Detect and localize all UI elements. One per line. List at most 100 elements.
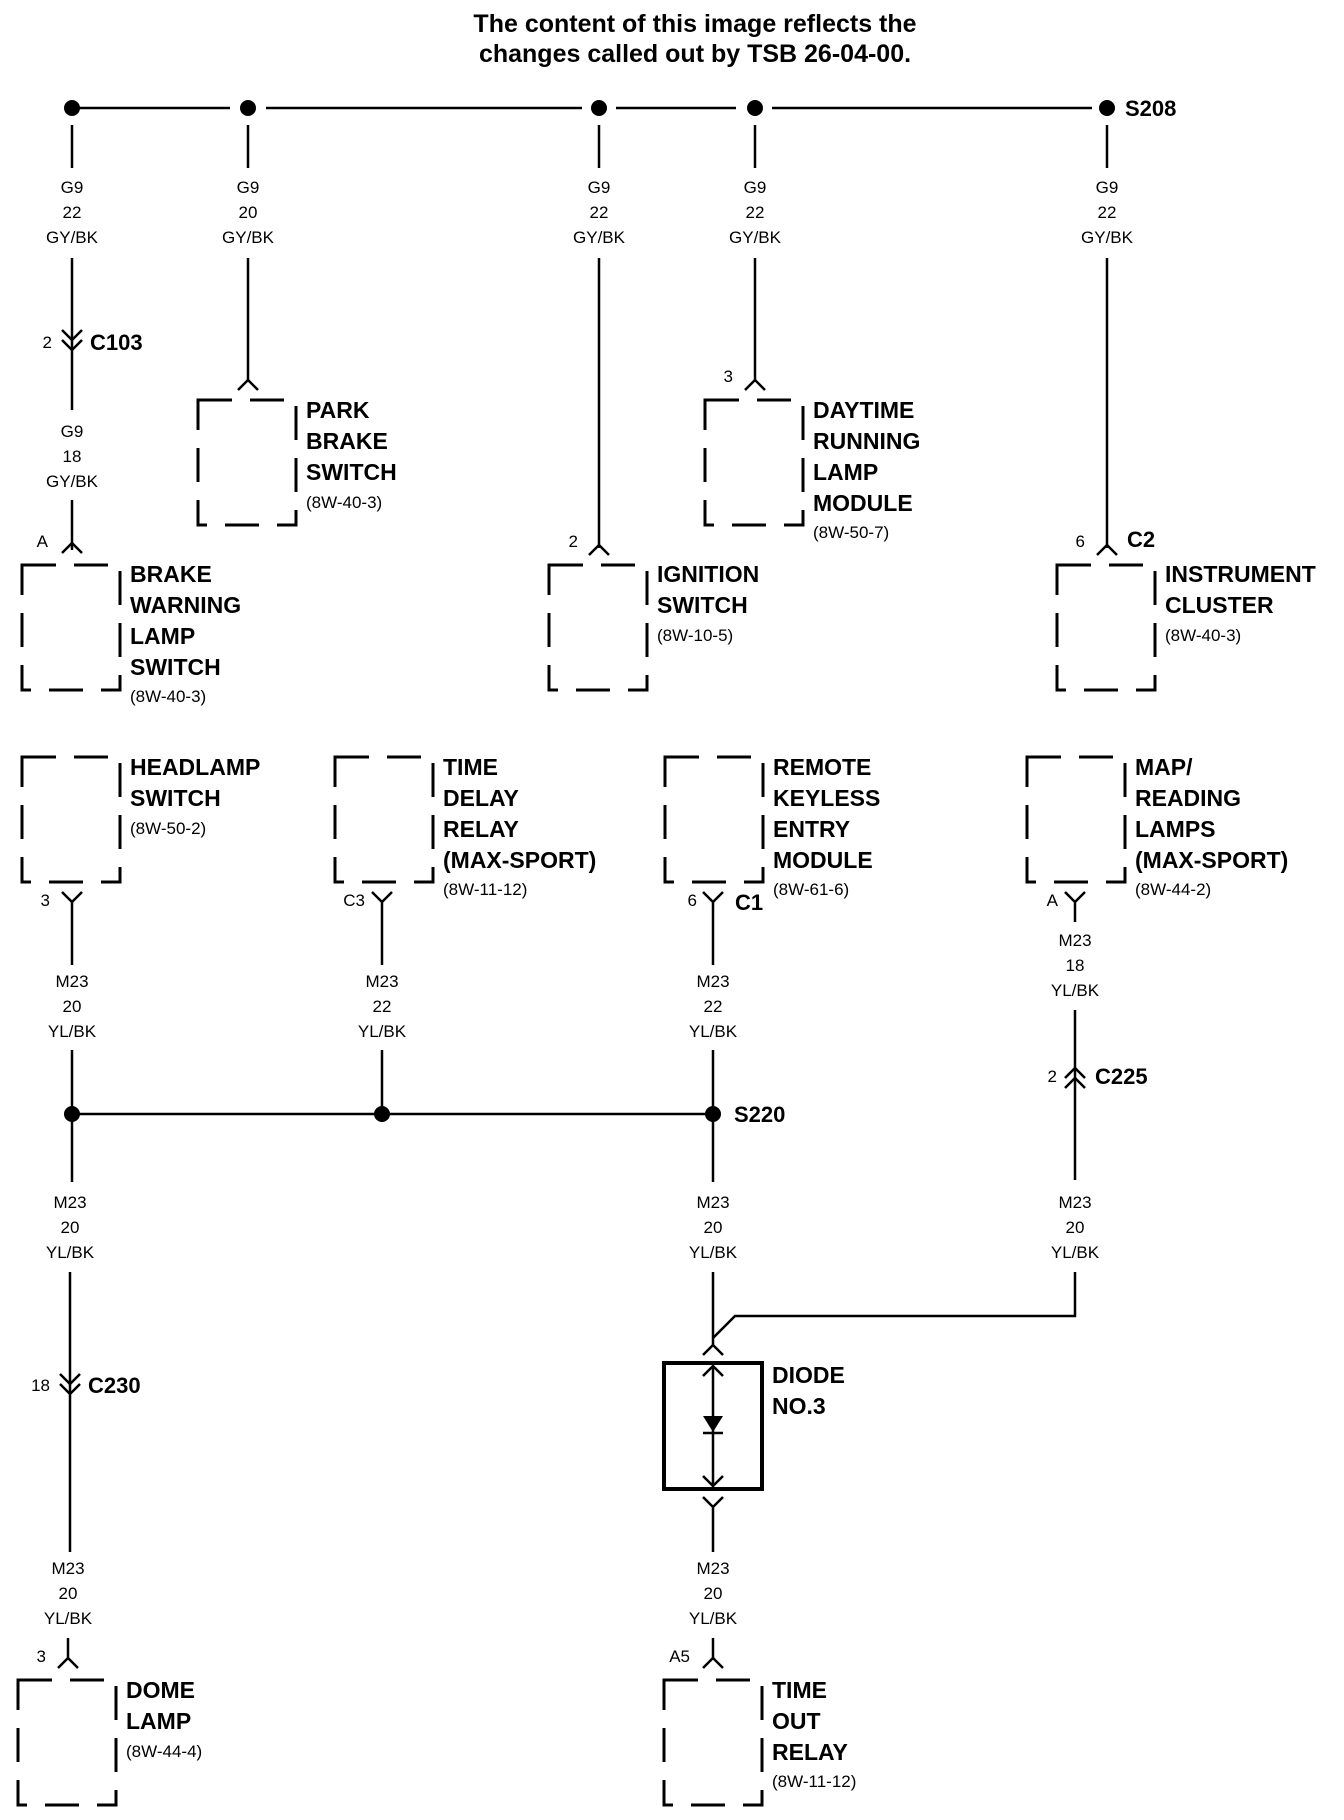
wire-label: YL/BK [46, 1243, 95, 1262]
component-name-line: DAYTIME [813, 397, 914, 423]
component-name-line: DIODE [772, 1362, 845, 1388]
component-name-line: TIME [772, 1677, 827, 1703]
component-name-line: LAMP [126, 1708, 191, 1734]
component-name-line: LAMP [130, 623, 195, 649]
wire-label: G9 [588, 178, 611, 197]
component-name-line: KEYLESS [773, 785, 880, 811]
wire-label: 22 [1098, 203, 1117, 222]
circuit-headlamp-switch: HEADLAMP SWITCH (8W-50-2) 3 M23 20 YL/BK [20, 754, 260, 1108]
component-box [333, 755, 435, 884]
component-name-line: BRAKE [306, 428, 388, 454]
component-name-line: ENTRY [773, 816, 850, 842]
component-name-line: BRAKE [130, 561, 212, 587]
wire-label: YL/BK [689, 1609, 738, 1628]
component-name-line: HEADLAMP [130, 754, 260, 780]
component-name-line: (MAX-SPORT) [443, 847, 596, 873]
component-pin: A5 [669, 1647, 690, 1666]
component-name-line: DOME [126, 1677, 195, 1703]
wire-label: M23 [696, 972, 729, 991]
wire-label: GY/BK [46, 472, 99, 491]
component-name-line: LAMP [813, 459, 878, 485]
wire-label: G9 [744, 178, 767, 197]
diagram-title: The content of this image reflects the c… [473, 10, 916, 68]
terminal-symbol [702, 891, 724, 912]
wire-label: YL/BK [689, 1022, 738, 1041]
inline-connector-symbol [59, 1373, 81, 1396]
wire-label: G9 [61, 178, 84, 197]
component-box [703, 398, 805, 527]
component-pin: C3 [343, 891, 365, 910]
component-name-line: NO.3 [772, 1393, 826, 1419]
component-connector-c1: C1 [735, 890, 763, 915]
wire-label: 22 [63, 203, 82, 222]
wire-label: M23 [696, 1559, 729, 1578]
wire-label: 20 [63, 997, 82, 1016]
connector-pin: 2 [43, 333, 52, 352]
component-name-line: RUNNING [813, 428, 920, 454]
terminal-symbol [1096, 543, 1118, 556]
splice-s208: S208 [64, 96, 1176, 121]
component-name-line: TIME [443, 754, 498, 780]
wire-label: M23 [1058, 1193, 1091, 1212]
component-reference: (8W-11-12) [772, 1772, 856, 1791]
component-pin: 3 [724, 367, 733, 386]
wire-label: GY/BK [1081, 228, 1134, 247]
component-name-line: PARK [306, 397, 370, 423]
circuit-instrument-cluster: G9 22 GY/BK 6 C2 INSTRUMENT CLUSTER (8W-… [1055, 125, 1316, 692]
component-box [1055, 563, 1157, 692]
terminal-symbol [1064, 891, 1086, 912]
component-name-line: WARNING [130, 592, 241, 618]
component-name-line: SWITCH [130, 654, 221, 680]
splice-dot [705, 1106, 721, 1122]
connector-pin: 2 [1048, 1067, 1057, 1086]
component-name-line: IGNITION [657, 561, 759, 587]
wire-label: M23 [1058, 931, 1091, 950]
terminal-symbol [744, 378, 766, 391]
wire-label: 22 [704, 997, 723, 1016]
circuit-dome-lamp: M23 20 YL/BK 18 C230 M23 20 YL/BK 3 DOME… [16, 1122, 202, 1807]
component-connector-c2: C2 [1127, 527, 1155, 552]
component-name-line: REMOTE [773, 754, 871, 780]
component-pin: 6 [688, 891, 697, 910]
wire-label: 20 [59, 1584, 78, 1603]
wire-label: 20 [704, 1584, 723, 1603]
wire-label: 20 [239, 203, 258, 222]
component-name-line: INSTRUMENT [1165, 561, 1316, 587]
component-name-line: CLUSTER [1165, 592, 1274, 618]
splice-dot [64, 1106, 80, 1122]
component-pin: A [1047, 891, 1059, 910]
wire-label: G9 [1096, 178, 1119, 197]
terminal-symbol [702, 1656, 724, 1669]
component-name-line: SWITCH [130, 785, 221, 811]
wire-label: 22 [373, 997, 392, 1016]
component-reference: (8W-40-3) [130, 687, 206, 706]
connector-label-c225: C225 [1095, 1064, 1148, 1089]
splice-dot [64, 100, 80, 116]
component-name-line: DELAY [443, 785, 519, 811]
wire-label: 22 [746, 203, 765, 222]
component-reference: (8W-44-4) [126, 1742, 202, 1761]
component-reference: (8W-50-2) [130, 819, 206, 838]
component-reference: (8W-10-5) [657, 626, 733, 645]
component-box [20, 755, 122, 884]
wire-label: YL/BK [1051, 981, 1100, 1000]
inline-connector-symbol [61, 329, 83, 352]
component-reference: (8W-40-3) [1165, 626, 1241, 645]
component-box [662, 1678, 764, 1807]
component-name-line: READING [1135, 785, 1241, 811]
circuit-brake-warning: G9 22 GY/BK 2 C103 G9 18 GY/BK A BRAKE W… [20, 125, 241, 706]
wire-label: 18 [63, 447, 82, 466]
component-name-line: (MAX-SPORT) [1135, 847, 1288, 873]
diode-icon [703, 1416, 723, 1432]
component-box [547, 563, 649, 692]
wire-label: M23 [696, 1193, 729, 1212]
circuit-park-brake: G9 20 GY/BK PARK BRAKE SWITCH (8W-40-3) [196, 125, 397, 527]
title-line-2: changes called out by TSB 26-04-00. [479, 40, 911, 68]
wire-label: YL/BK [689, 1243, 738, 1262]
component-box [20, 563, 122, 692]
splice-dot [374, 1106, 390, 1122]
circuit-map-reading-lamps: MAP/ READING LAMPS (MAX-SPORT) (8W-44-2)… [712, 754, 1288, 1339]
circuit-remote-keyless-entry: REMOTE KEYLESS ENTRY MODULE (8W-61-6) 6 … [663, 754, 880, 1108]
component-box [16, 1678, 118, 1807]
